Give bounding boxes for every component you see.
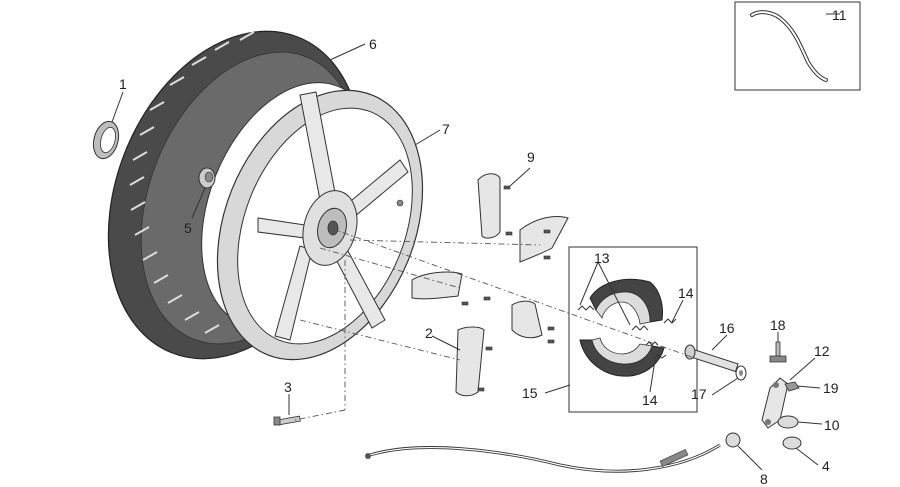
nut-part-19 <box>784 381 800 392</box>
callout-13: 13 <box>594 250 610 266</box>
pin-part-4 <box>782 436 802 450</box>
callout-1: 1 <box>119 76 127 92</box>
callouts: 1 2 3 4 5 6 7 8 9 10 11 12 13 14 14 15 1… <box>119 7 847 487</box>
callout-5: 5 <box>184 220 192 236</box>
callout-14-bottom: 14 <box>642 392 658 408</box>
washer-part-17 <box>735 365 747 381</box>
pin-part-10 <box>777 415 799 429</box>
callout-9: 9 <box>527 149 535 165</box>
callout-6: 6 <box>369 36 377 52</box>
callout-7: 7 <box>442 121 450 137</box>
brake-shoe-box <box>568 246 698 413</box>
callout-12: 12 <box>814 343 830 359</box>
callout-11: 11 <box>832 7 847 23</box>
leader-lines <box>111 13 840 471</box>
screw-part-3 <box>273 415 301 426</box>
bushing-part-8 <box>725 432 741 448</box>
assembly-lines <box>294 227 701 421</box>
bolt-part-18 <box>769 341 787 363</box>
valve-part-5 <box>198 167 216 189</box>
callout-19: 19 <box>823 380 839 396</box>
callout-10: 10 <box>824 417 840 433</box>
callout-16: 16 <box>719 320 735 336</box>
callout-15: 15 <box>522 385 538 401</box>
callout-8: 8 <box>760 471 768 487</box>
callout-2: 2 <box>425 325 433 341</box>
clamp-ring-part-1 <box>92 120 120 160</box>
callout-17: 17 <box>691 386 707 402</box>
brake-cable <box>365 443 721 473</box>
cover-plates <box>411 173 569 397</box>
screws <box>461 185 555 392</box>
callout-4: 4 <box>822 458 830 474</box>
inset-box-part-11 <box>734 1 861 91</box>
callout-14-top: 14 <box>678 285 694 301</box>
callout-18: 18 <box>770 317 786 333</box>
callout-3: 3 <box>284 379 292 395</box>
